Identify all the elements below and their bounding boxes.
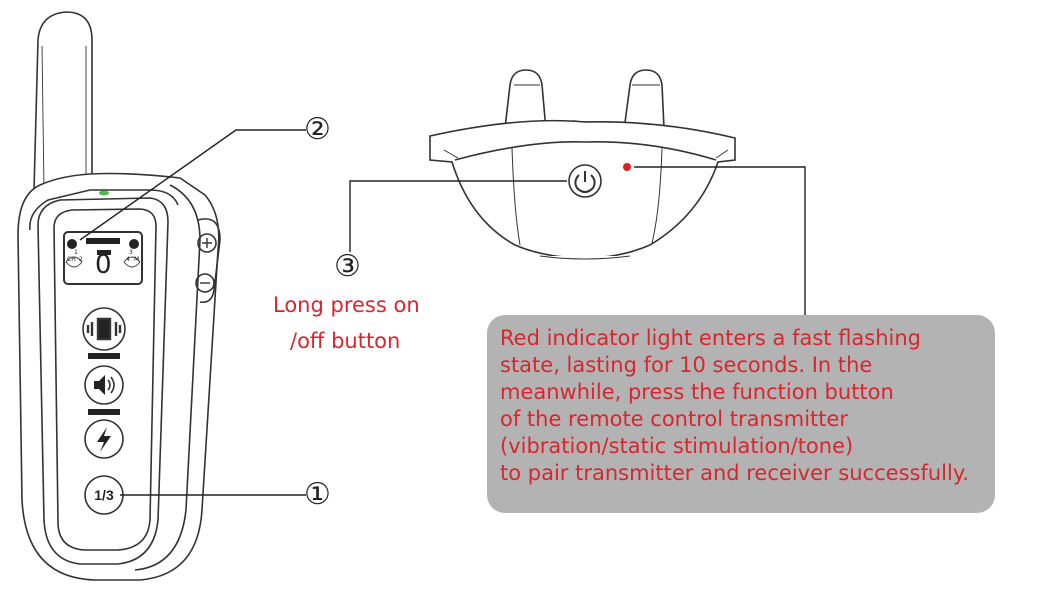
transmitter-body	[17, 172, 220, 581]
vibration-icon	[86, 317, 122, 341]
info-line: Red indicator light enters a fast flashi…	[500, 326, 922, 350]
side-minus-button[interactable]	[195, 273, 215, 293]
side-button-housing	[197, 218, 221, 304]
static-button[interactable]	[84, 419, 124, 459]
remote-transmitter	[17, 11, 221, 581]
battery-icon	[97, 250, 111, 255]
red-indicator-light	[623, 163, 631, 171]
face-plate	[37, 197, 169, 565]
step3-caption-line2: /off button	[290, 329, 401, 353]
leader-line-3	[349, 180, 567, 252]
signal-bar-icon	[86, 238, 120, 244]
lcd-left-icon	[67, 239, 77, 249]
callout-1: ①	[304, 477, 331, 512]
lcd-right-icon	[129, 239, 139, 249]
channel-button-label: 1/3	[94, 487, 114, 503]
info-line: (vibration/static stimulation/tone)	[500, 434, 854, 458]
lcd-label-ch: CH	[67, 256, 76, 263]
inner-panel	[53, 208, 157, 551]
antenna	[33, 11, 93, 191]
vibration-button[interactable]	[82, 307, 126, 351]
lcd-label-1: 1	[74, 249, 78, 256]
lcd-digit: 0	[95, 250, 112, 280]
info-line: meanwhile, press the function button	[500, 380, 894, 404]
green-led-icon	[99, 190, 109, 196]
info-line: of the remote control transmitter	[500, 407, 849, 431]
info-line: to pair transmitter and receiver success…	[500, 461, 969, 485]
lcd-label-2: 2	[79, 256, 83, 263]
contact-point-right	[623, 69, 665, 131]
leader-line-indicator	[634, 166, 806, 315]
lcd-label-m: M	[134, 256, 140, 263]
callout-2: ②	[304, 112, 331, 147]
side-plus-button[interactable]	[197, 233, 217, 253]
info-box: Red indicator light enters a fast flashi…	[487, 315, 995, 513]
lightning-icon	[97, 427, 111, 452]
leader-line-2	[79, 129, 306, 241]
info-line: state, lasting for 10 seconds. In the	[500, 353, 873, 377]
lcd-screen	[63, 231, 143, 285]
callout-3: ③	[334, 249, 361, 284]
collar-receiver	[429, 69, 736, 260]
step3-caption-line1: Long press on	[273, 293, 420, 317]
lcd-label-4: 4	[126, 256, 130, 263]
lcd-label-3: 3	[129, 249, 133, 256]
leader-lines	[79, 129, 806, 496]
tone-button[interactable]	[84, 365, 124, 405]
speaker-icon	[94, 375, 105, 395]
power-icon	[574, 174, 596, 193]
